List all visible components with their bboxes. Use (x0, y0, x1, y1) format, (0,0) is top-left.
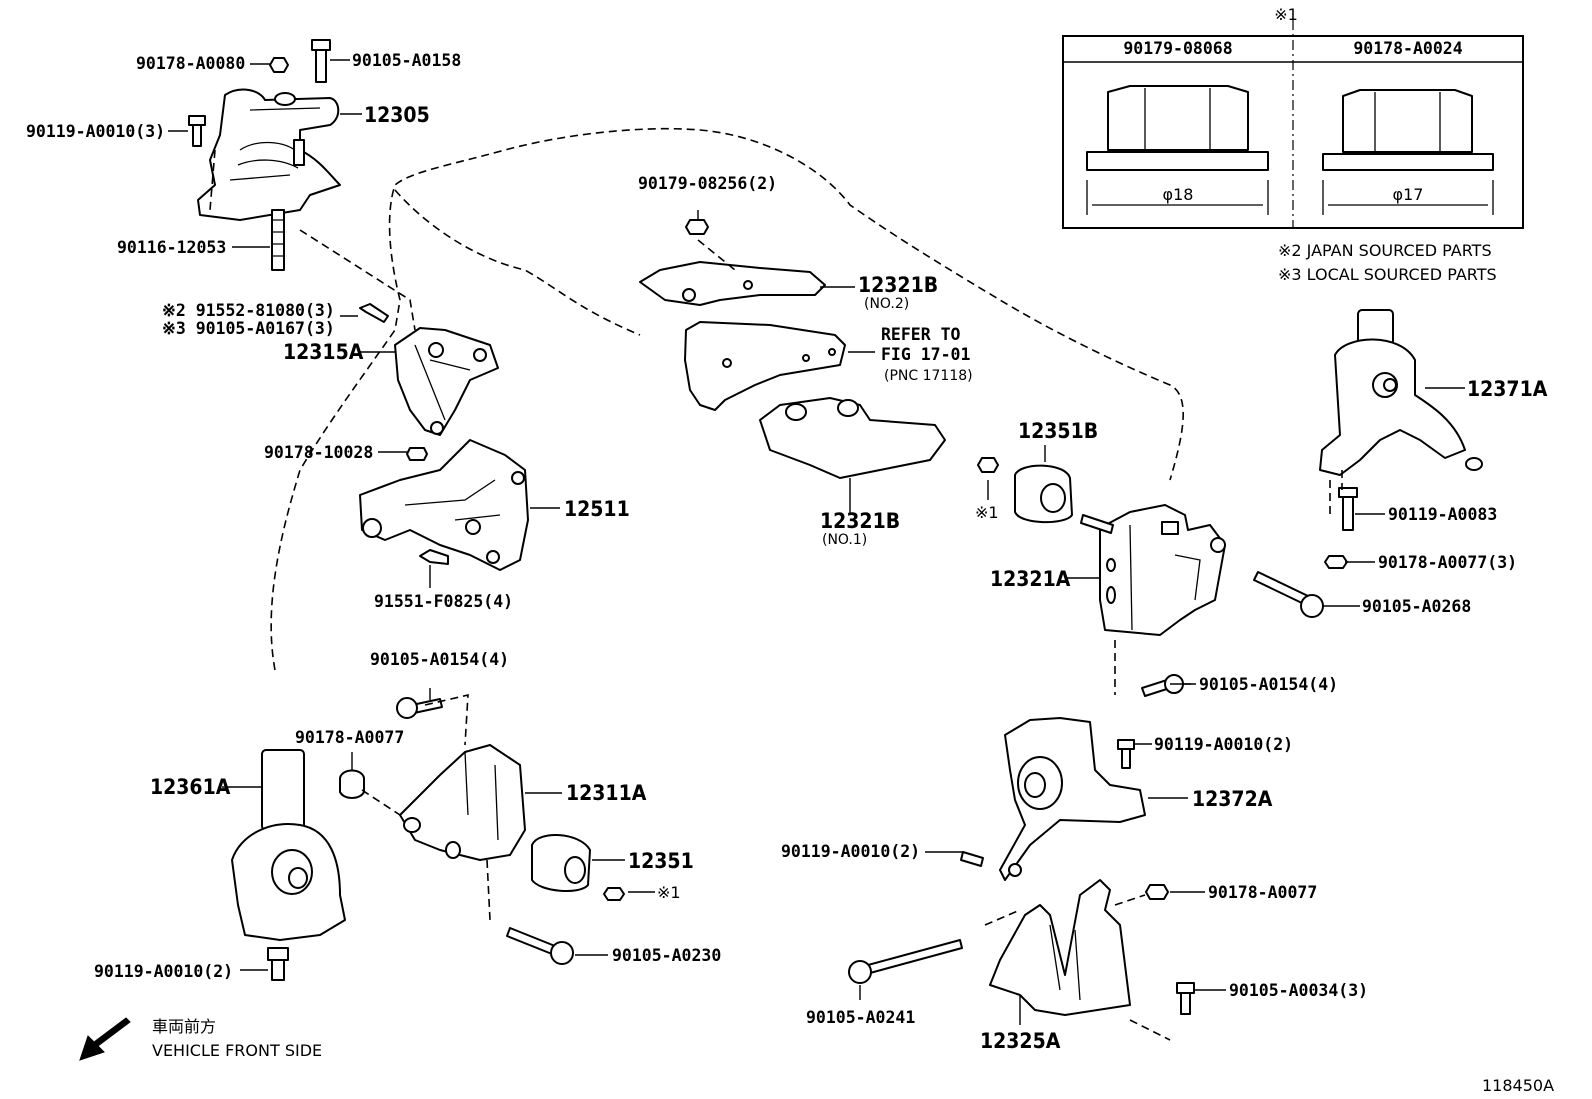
engine-outline (270, 127, 1184, 671)
bushing-12351 (531, 833, 591, 892)
label-90116-12053: 90116-12053 (117, 238, 226, 257)
label-12311A: 12311A (566, 781, 647, 805)
bolt-90105-A0158 (311, 39, 331, 83)
label-12371A: 12371A (1467, 377, 1548, 401)
bolt-90119-A0083 (1338, 487, 1358, 531)
mount-12371A (1319, 309, 1483, 476)
mount-12305 (197, 88, 341, 221)
label-mark1-b: ※1 (657, 883, 681, 902)
nut-90178-A0077-3 (1324, 555, 1348, 569)
label-90178-10028: 90178-10028 (264, 443, 373, 462)
bolt-90105-A0268 (1253, 571, 1324, 618)
label-12511: 12511 (564, 497, 630, 521)
label-90178-A0080: 90178-A0080 (136, 54, 245, 73)
note-local-sourced: ※3 LOCAL SOURCED PARTS (1278, 265, 1497, 284)
bolt-91551-F0825 (419, 549, 449, 565)
label-mark1-a: ※1 (975, 503, 999, 522)
bracket-12511 (359, 439, 529, 571)
label-90178-A0077-3: 90178-A0077(3) (1378, 553, 1517, 572)
label-12351: 12351 (628, 849, 694, 873)
label-12321A: 12321A (990, 567, 1071, 591)
diagram-id: 118450A (1482, 1076, 1554, 1095)
label-12305: 12305 (364, 103, 430, 127)
table-mark: ※1 (1274, 5, 1298, 24)
table-col2-dim: φ17 (1393, 185, 1424, 204)
label-12351B: 12351B (1018, 419, 1098, 443)
label-90179-08256: 90179-08256(2) (638, 174, 777, 193)
nut-90178-A0077-l (339, 769, 365, 799)
bolt-90105-A0034 (1176, 982, 1195, 1015)
bolt-90119-A0010-2b (960, 851, 984, 867)
bolt-90105-A0230 (506, 927, 574, 965)
bolt-12321A-stud (1080, 514, 1114, 534)
nut-90178-A0077-r (1145, 884, 1169, 900)
front-label-jp: 車両前方 (152, 1017, 216, 1036)
bracket-12325A (989, 879, 1131, 1016)
label-90119-A0010-2b: 90119-A0010(2) (781, 842, 920, 861)
label-90105-A0268: 90105-A0268 (1362, 597, 1471, 616)
label-12321B-no2: 12321B (858, 273, 938, 297)
table-col1-part: 90179-08068 (1123, 39, 1232, 58)
label-91552-81080: ※2 91552-81080(3) (162, 301, 335, 320)
label-90105-A0158: 90105-A0158 (352, 51, 461, 70)
label-90105-A0241: 90105-A0241 (806, 1008, 915, 1027)
label-90105-A0034: 90105-A0034(3) (1229, 981, 1368, 1000)
label-12325A: 12325A (980, 1029, 1061, 1053)
nut-90178-A0080 (269, 57, 289, 73)
bracket-12311A (399, 744, 526, 861)
label-90105-A0154-right: 90105-A0154(4) (1199, 675, 1338, 694)
mount-12361A (231, 749, 346, 941)
nut-90179-08256 (685, 219, 709, 235)
bolt-90105-A0241 (848, 939, 963, 984)
label-no1: (NO.1) (822, 532, 867, 548)
bracket-12321B-no2 (639, 261, 826, 306)
bracket-12321B-no1 (759, 397, 946, 479)
note-japan-sourced: ※2 JAPAN SOURCED PARTS (1278, 241, 1492, 260)
label-90105-A0230: 90105-A0230 (612, 946, 721, 965)
label-12315A: 12315A (283, 340, 364, 364)
table-col2-part: 90178-A0024 (1353, 39, 1462, 58)
label-90119-A0010-3: 90119-A0010(3) (26, 122, 165, 141)
label-90105-A0154-left: 90105-A0154(4) (370, 650, 509, 669)
table-col1-dim: φ18 (1163, 185, 1194, 204)
label-90119-A0083: 90119-A0083 (1388, 505, 1497, 524)
front-label-en: VEHICLE FRONT SIDE (152, 1041, 322, 1060)
label-90178-A0077-right: 90178-A0077 (1208, 883, 1317, 902)
refer-line2: FIG 17-01 (881, 345, 970, 364)
front-arrow-icon (79, 1017, 131, 1061)
bolt-90105-A0154-r (1141, 674, 1184, 697)
mount-12372A (999, 717, 1146, 881)
bolt-91552-81080 (359, 303, 389, 323)
bracket-12321A (1099, 504, 1226, 636)
label-90119-A0010-2c: 90119-A0010(2) (94, 962, 233, 981)
stud-90116-12053 (271, 209, 285, 271)
label-12372A: 12372A (1192, 787, 1273, 811)
label-90105-A0167: ※3 90105-A0167(3) (162, 319, 335, 338)
label-90178-A0077-left: 90178-A0077 (295, 728, 404, 747)
bolt-90119-A0010-2c (267, 947, 289, 981)
label-no2: (NO.2) (864, 296, 909, 312)
nut-mark1-b (603, 887, 625, 901)
nut-mark1 (977, 457, 999, 473)
nut-reference-table: ※1 90179-08068 90178-A0024 φ18 φ17 (1062, 5, 1524, 229)
bolt-90119-A0010-2a (1117, 739, 1135, 769)
label-12321B-no1: 12321B (820, 509, 900, 533)
refer-line3: (PNC 17118) (884, 368, 973, 384)
bushing-12351B (1014, 464, 1073, 524)
bolt-90119-A0010-3 (188, 115, 206, 147)
label-12361A: 12361A (150, 775, 231, 799)
plate-refer-fig-17-01 (684, 321, 846, 411)
bracket-12315A (394, 327, 499, 436)
label-91551-F0825: 91551-F0825(4) (374, 592, 513, 611)
nut-90178-10028 (406, 447, 428, 461)
bolt-90105-A0154-l (396, 697, 443, 719)
label-90119-A0010-2a: 90119-A0010(2) (1154, 735, 1293, 754)
refer-line1: REFER TO (881, 325, 961, 344)
